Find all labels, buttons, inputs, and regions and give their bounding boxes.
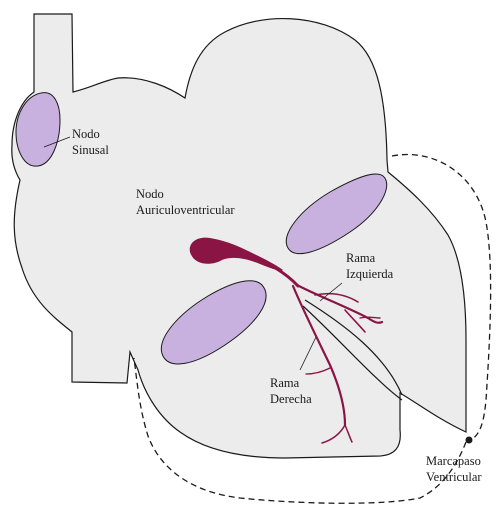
label-marcapaso-ventricular: Marcapaso Ventricular: [426, 454, 484, 484]
heart-outline: [12, 14, 466, 458]
pacemaker-tip: [466, 437, 473, 444]
left-bundle-fiber-3: [360, 317, 380, 318]
